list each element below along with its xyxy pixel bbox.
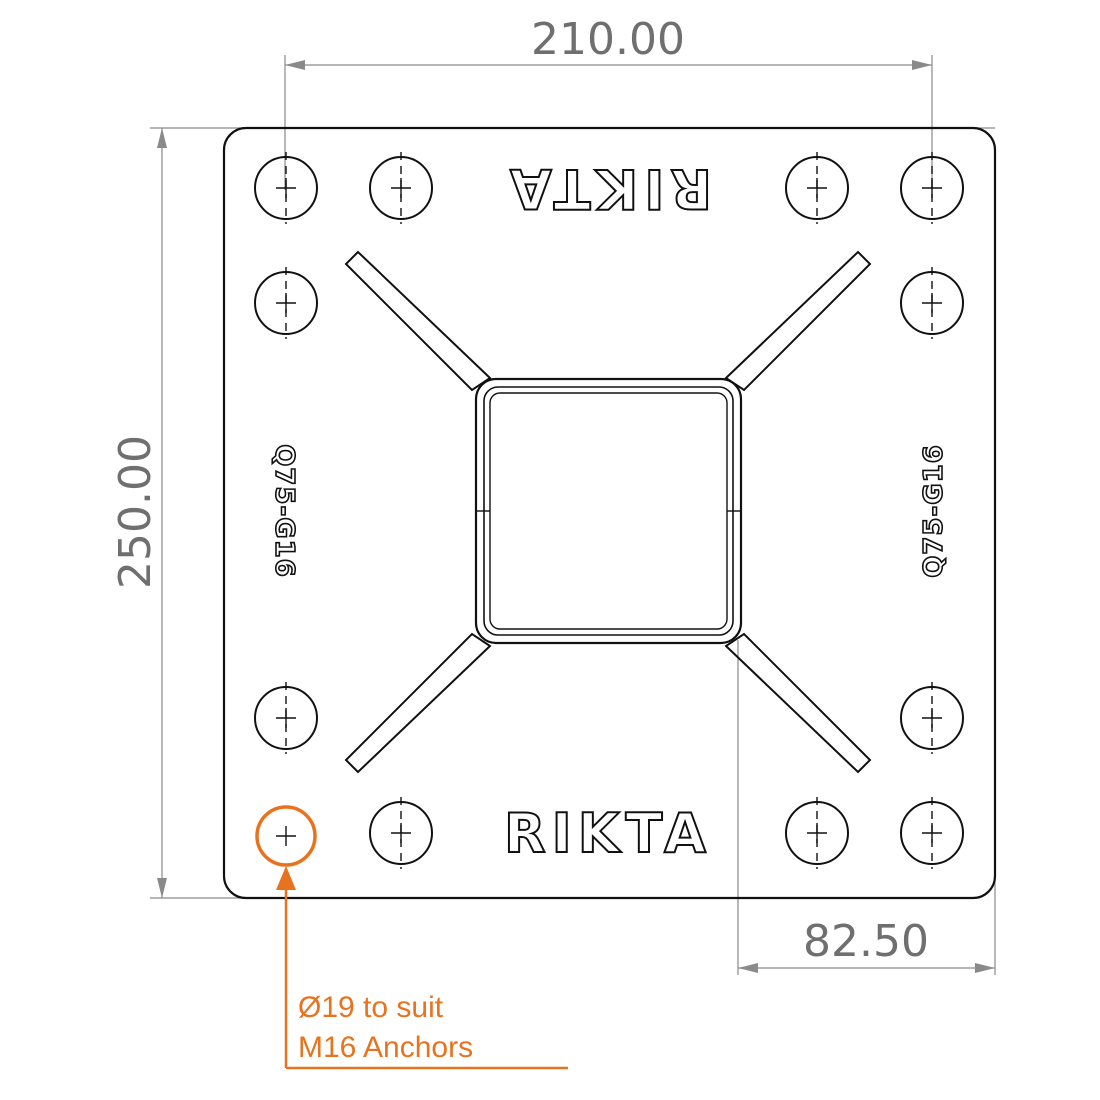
anchor-hole: [900, 682, 964, 754]
anchor-hole: [785, 152, 849, 224]
anchor-hole: [900, 797, 964, 869]
callout-line-2: M16 Anchors: [298, 1031, 473, 1064]
anchor-hole: [254, 267, 318, 339]
plate-code-right: Q75-G16: [919, 444, 949, 578]
slot-top-right: [724, 250, 872, 392]
plate-code-left: Q75-G16: [269, 444, 299, 578]
brand-logo-top: RIKTA: [504, 157, 712, 220]
slot-top-left: [344, 250, 492, 392]
brand-logo-bottom: RIKTA: [504, 802, 712, 865]
stiffener-slots: [344, 250, 872, 774]
anchor-hole: [785, 797, 849, 869]
offset-dimension: 82.50: [737, 640, 996, 975]
anchor-hole: [900, 152, 964, 224]
central-column-outline: [474, 377, 743, 645]
anchor-hole: [369, 797, 433, 869]
width-dimension-label: 210.00: [531, 14, 685, 65]
width-dimension: 210.00: [284, 14, 933, 190]
callout-leader: [276, 866, 568, 1070]
anchor-hole: [369, 152, 433, 224]
anchor-hole: [254, 152, 318, 224]
callout-line-1: Ø19 to suit: [298, 991, 444, 1024]
offset-dimension-label: 82.50: [803, 916, 929, 967]
anchor-holes: [254, 152, 964, 869]
anchor-hole: [254, 682, 318, 754]
highlighted-anchor-hole: [255, 805, 317, 867]
slot-bottom-left: [344, 632, 492, 774]
slot-bottom-right: [724, 632, 872, 774]
height-dimension: 250.00: [110, 127, 995, 899]
anchor-hole: [900, 267, 964, 339]
height-dimension-label: 250.00: [110, 435, 161, 589]
plate-outline: [222, 126, 997, 900]
